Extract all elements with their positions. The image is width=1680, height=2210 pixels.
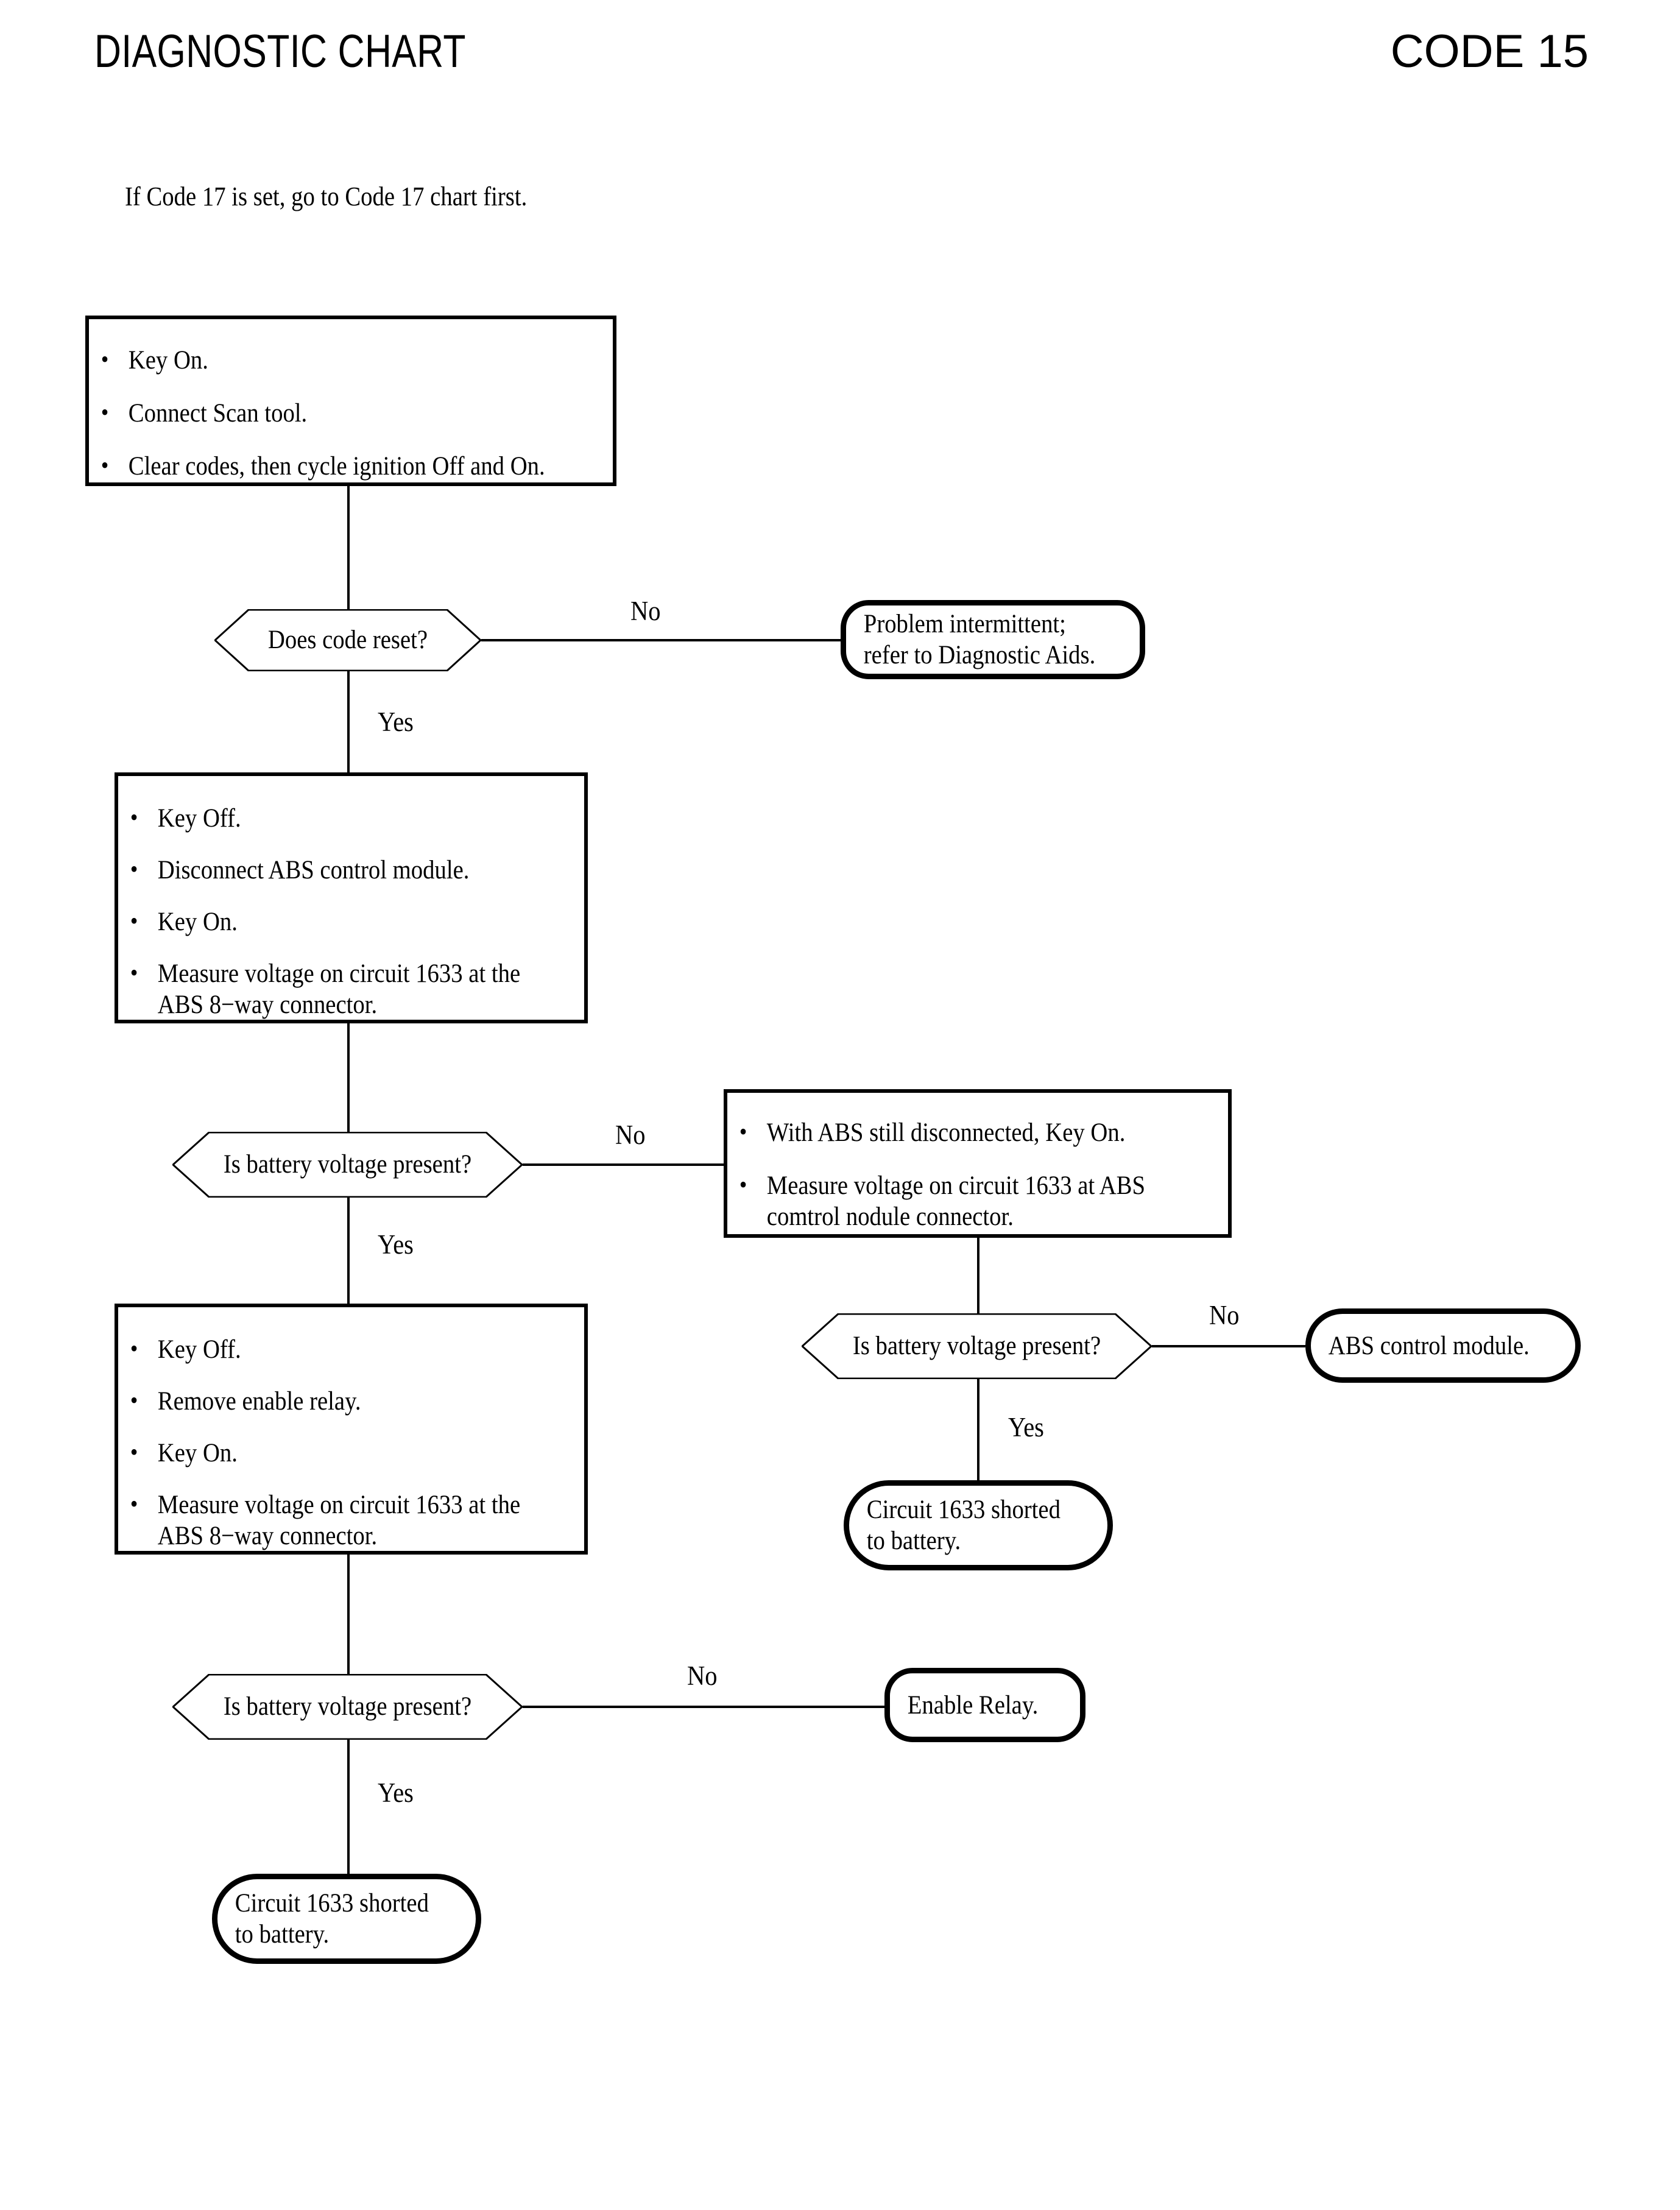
list-item-line-2: comtrol nodule connector. <box>766 1202 1014 1231</box>
list-item: Measure voltage on circuit 1633 at the A… <box>118 1488 538 1552</box>
connector-decision3-yes <box>977 1378 979 1481</box>
connector-decision1-no <box>481 639 841 641</box>
list-item: Key On. <box>118 1436 538 1469</box>
decision-label: Is battery voltage present? <box>852 1332 1101 1360</box>
branch-label-yes: Yes <box>378 1778 414 1808</box>
connector-decision3-no <box>1152 1345 1305 1347</box>
decision-battery-voltage-2: Is battery voltage present? <box>802 1313 1152 1379</box>
list-item-line-2: ABS 8−way connector. <box>157 1522 378 1550</box>
decision-label: Does code reset? <box>267 626 428 654</box>
page-title: DIAGNOSTIC CHART <box>94 26 466 77</box>
branch-label-yes: Yes <box>378 707 414 737</box>
connector-step4-decision4 <box>347 1555 350 1701</box>
hexagon-shape <box>172 1132 523 1198</box>
process-box-step1: Key On. Connect Scan tool. Clear codes, … <box>85 316 616 486</box>
terminator-line-1: Circuit 1633 shorted <box>866 1495 1061 1524</box>
hexagon-shape <box>802 1313 1152 1379</box>
branch-label-yes: Yes <box>1008 1412 1044 1442</box>
code-label: CODE 15 <box>1390 26 1589 77</box>
list-item: Disconnect ABS control module. <box>118 853 538 886</box>
process-box-step2: Key Off. Disconnect ABS control module. … <box>115 772 588 1023</box>
connector-step3-decision3 <box>977 1238 979 1328</box>
terminator-abs-control-module: ABS control module. <box>1305 1308 1581 1383</box>
terminator-line-2: to battery. <box>235 1920 330 1949</box>
connector-step2-decision2 <box>347 1023 350 1165</box>
connector-decision4-yes <box>347 1739 350 1875</box>
hexagon-shape <box>172 1674 523 1740</box>
terminator-circuit-shorted-right: Circuit 1633 shorted to battery. <box>844 1480 1113 1570</box>
decision-label: Is battery voltage present? <box>223 1692 472 1721</box>
connector-decision1-yes <box>347 670 350 774</box>
list-item: Key On. <box>118 905 538 937</box>
connector-decision2-no <box>523 1163 724 1166</box>
terminator-circuit-shorted-bottom: Circuit 1633 shorted to battery. <box>212 1874 481 1964</box>
decision-label: Is battery voltage present? <box>223 1150 472 1179</box>
list-item: Connect Scan tool. <box>89 397 560 429</box>
list-item: Measure voltage on circuit 1633 at ABS c… <box>727 1169 1178 1232</box>
branch-label-yes: Yes <box>378 1229 414 1260</box>
list-item: Clear codes, then cycle ignition Off and… <box>89 450 560 482</box>
terminator-line-2: to battery. <box>866 1527 961 1555</box>
list-item-line-1: Measure voltage on circuit 1633 at the <box>157 959 521 988</box>
terminator-problem-intermittent: Problem intermittent; refer to Diagnosti… <box>841 600 1145 679</box>
terminator-text: ABS control module. <box>1328 1331 1530 1360</box>
list-item: Key On. <box>89 344 560 376</box>
connector-decision2-yes <box>347 1196 350 1305</box>
branch-label-no: No <box>1209 1300 1240 1330</box>
list-item: Measure voltage on circuit 1633 at the A… <box>118 957 538 1020</box>
intro-note: If Code 17 is set, go to Code 17 chart f… <box>125 182 528 211</box>
list-item: Key Off. <box>118 802 538 834</box>
list-item: Remove enable relay. <box>118 1385 538 1417</box>
process-box-step4: Key Off. Remove enable relay. Key On. Me… <box>115 1304 588 1555</box>
connector-step1-decision1 <box>347 486 350 623</box>
terminator-line-1: Problem intermittent; <box>863 610 1066 638</box>
branch-label-no: No <box>687 1661 718 1691</box>
list-item: Key Off. <box>118 1333 538 1365</box>
branch-label-no: No <box>630 596 661 626</box>
list-item-line-1: Measure voltage on circuit 1633 at the <box>157 1491 521 1519</box>
terminator-line-1: Circuit 1633 shorted <box>235 1889 429 1918</box>
decision-does-code-reset: Does code reset? <box>214 609 481 671</box>
branch-label-no: No <box>615 1120 646 1150</box>
terminator-line-2: refer to Diagnostic Aids. <box>863 641 1096 669</box>
hexagon-shape <box>214 609 481 671</box>
terminator-text: Enable Relay. <box>907 1690 1039 1720</box>
process-box-step3: With ABS still disconnected, Key On. Mea… <box>724 1089 1232 1238</box>
list-item: With ABS still disconnected, Key On. <box>727 1116 1178 1148</box>
decision-battery-voltage-3: Is battery voltage present? <box>172 1674 523 1740</box>
terminator-enable-relay: Enable Relay. <box>884 1668 1085 1742</box>
decision-battery-voltage-1: Is battery voltage present? <box>172 1132 523 1198</box>
list-item-line-2: ABS 8−way connector. <box>157 990 378 1019</box>
connector-decision4-no <box>523 1706 884 1708</box>
list-item-line-1: Measure voltage on circuit 1633 at ABS <box>766 1171 1146 1200</box>
